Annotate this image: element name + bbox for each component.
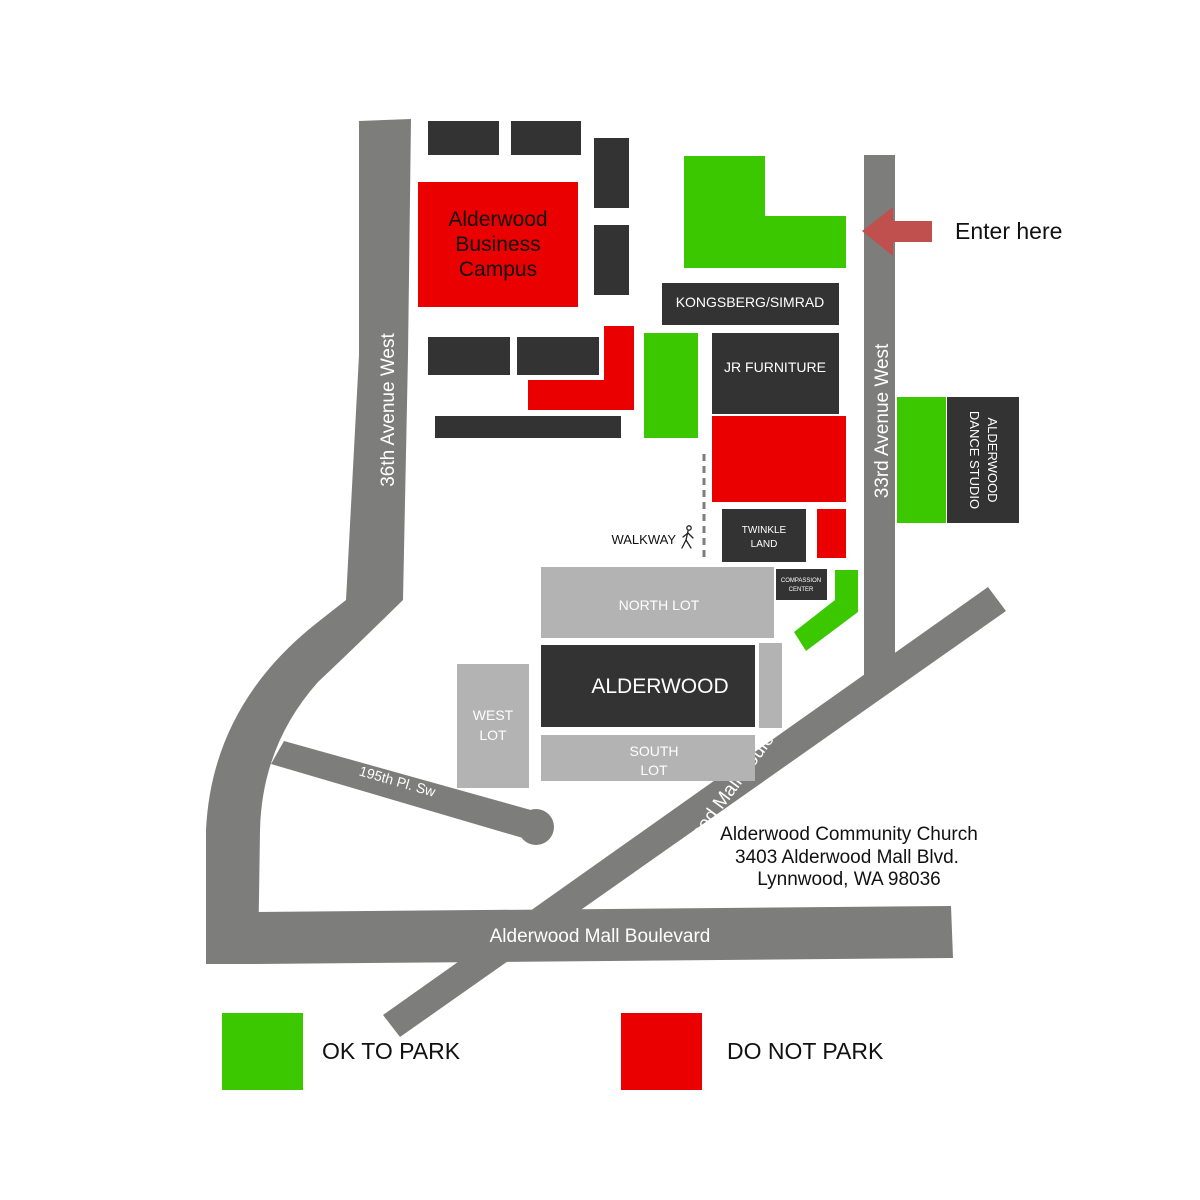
green-main-lot — [684, 156, 846, 268]
label-west-lot-2: LOT — [479, 727, 507, 743]
building-mid-1 — [428, 337, 510, 375]
roads — [206, 119, 1006, 1037]
building-right-1 — [594, 138, 629, 208]
building-dance-studio — [947, 397, 1019, 523]
green-dance-studio-lot — [897, 397, 946, 523]
label-walkway: WALKWAY — [611, 532, 676, 547]
label-compassion-center-1: COMPASSION — [781, 578, 821, 584]
legend-no-label: DO NOT PARK — [727, 1038, 884, 1064]
label-south-lot-2: LOT — [640, 762, 668, 778]
cul-de-sac — [518, 809, 554, 845]
red-business-campus — [418, 182, 578, 307]
label-compassion-center-2: CENTER — [789, 587, 814, 593]
address-line-2: 3403 Alderwood Mall Blvd. — [735, 847, 959, 868]
address-line-1: Alderwood Community Church — [720, 824, 978, 845]
buildings — [428, 121, 1019, 727]
west-lot — [457, 664, 529, 788]
label-36th-avenue-west: 36th Avenue West — [378, 333, 399, 487]
building-twinkle-land — [722, 509, 806, 562]
red-behind-jr-furniture — [712, 416, 846, 502]
building-kongsberg — [662, 283, 839, 325]
legend-ok-label: OK TO PARK — [322, 1038, 461, 1064]
north-lot — [541, 567, 774, 638]
road-33rd-avenue-west — [864, 155, 895, 679]
label-dance-studio-1: ALDERWOOD — [985, 418, 1000, 503]
label-enter-here: Enter here — [955, 218, 1062, 244]
building-top-2 — [511, 121, 581, 155]
road-36th-avenue-west — [206, 119, 411, 964]
label-business-campus-3: Campus — [459, 258, 537, 281]
legend-no-swatch — [621, 1013, 702, 1090]
left-arrow-icon — [862, 207, 932, 256]
label-business-campus-2: Business — [455, 233, 540, 256]
side-lot — [759, 643, 782, 728]
label-33rd-avenue-west: 33rd Avenue West — [872, 343, 893, 498]
label-north-lot: NORTH LOT — [619, 597, 700, 613]
legend-ok-swatch — [222, 1013, 303, 1090]
building-jr-furniture — [712, 333, 839, 414]
label-twinkle-land-1: TWINKLE — [742, 525, 787, 536]
label-jr-furniture: JR FURNITURE — [724, 359, 826, 375]
label-business-campus-1: Alderwood — [448, 208, 547, 231]
south-lot — [541, 735, 755, 781]
building-right-2 — [594, 225, 629, 295]
label-twinkle-land-2: LAND — [751, 539, 778, 550]
address-line-3: Lynnwood, WA 98036 — [757, 869, 940, 890]
parking-lots — [457, 567, 782, 788]
building-alderwood — [541, 645, 755, 727]
label-south-lot-1: SOUTH — [630, 743, 679, 759]
red-small — [817, 509, 846, 558]
road-alderwood-mall-blvd-diagonal — [383, 587, 1006, 1037]
ok-to-park-areas — [644, 156, 946, 651]
road-alderwood-mall-blvd — [255, 906, 953, 964]
pedestrian-icon — [681, 525, 694, 549]
green-angled-lot — [794, 570, 858, 651]
building-long — [435, 416, 621, 438]
building-compassion-center — [776, 569, 827, 600]
label-west-lot-1: WEST — [473, 707, 514, 723]
label-kongsberg: KONGSBERG/SIMRAD — [676, 294, 825, 310]
red-l-shape — [528, 326, 634, 410]
building-mid-2 — [517, 337, 599, 375]
legend: OK TO PARK DO NOT PARK — [222, 1013, 884, 1090]
green-middle-lot — [644, 333, 698, 438]
building-top-1 — [428, 121, 499, 155]
road-195th-pl-sw — [271, 741, 538, 841]
label-alderwood-mall-blvd: Alderwood Mall Boulevard — [490, 926, 711, 947]
label-dance-studio-2: DANCE STUDIO — [967, 411, 982, 509]
label-alderwood: ALDERWOOD — [591, 675, 728, 698]
do-not-park-areas — [418, 182, 846, 558]
